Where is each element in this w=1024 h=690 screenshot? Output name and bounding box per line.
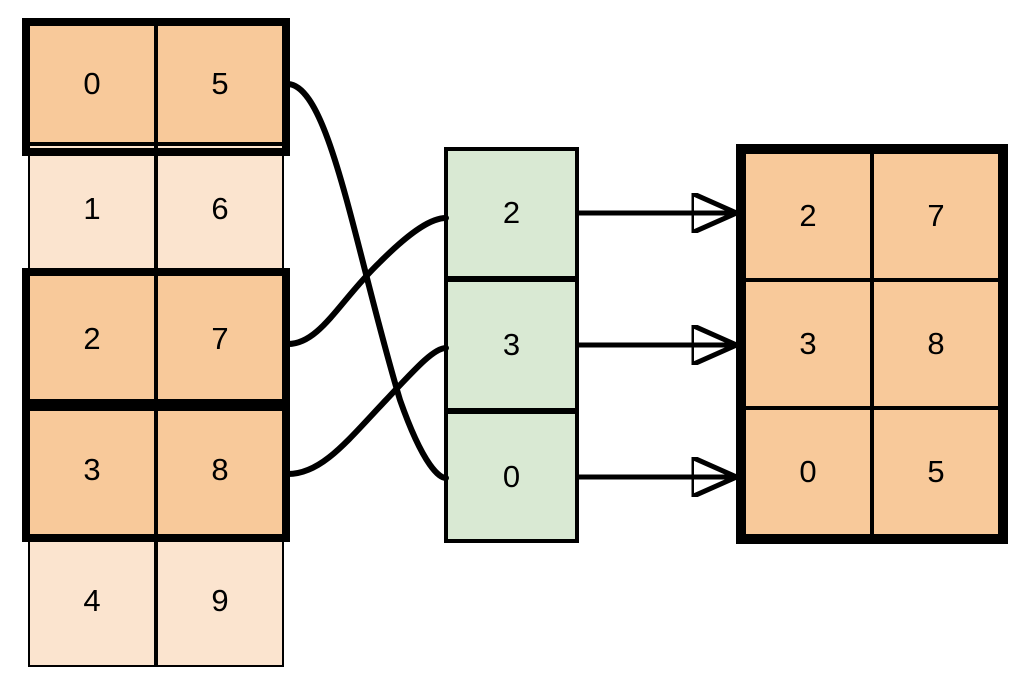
index-cell-0-text: 2 [502,194,521,230]
index-cell-2[interactable]: 0 [444,411,579,543]
source-matrix: 0 5 1 6 2 7 3 8 4 9 [22,18,290,673]
index-cell-1-text: 3 [502,326,521,362]
source-cell-r4c0-text: 4 [83,583,101,618]
source-cell-r0c1[interactable]: 5 [156,24,284,144]
result-cell-r2c0[interactable]: 0 [744,408,872,536]
source-cell-r4c0[interactable]: 4 [28,536,156,667]
result-cell-r2c1-text: 5 [927,453,945,489]
result-cell-r0c1[interactable]: 7 [872,152,1000,280]
curve-row-3-to-index-cell-1 [285,345,449,477]
result-cell-r1c1[interactable]: 8 [872,280,1000,408]
curve-row-2-to-index-cell-0 [285,215,449,347]
source-cell-r1c1-text: 6 [211,190,229,226]
source-cell-r3c0[interactable]: 3 [28,405,156,536]
index-cell-1[interactable]: 3 [444,279,579,411]
source-cell-r4c1[interactable]: 9 [156,536,284,667]
source-cell-r3c1-text: 8 [211,452,229,487]
index-column: 2 3 0 [444,147,579,543]
source-cell-r2c0[interactable]: 2 [28,274,156,405]
source-cell-r3c1[interactable]: 8 [156,405,284,536]
result-matrix: 2 7 3 8 0 5 [736,144,1008,544]
result-cell-r0c0[interactable]: 2 [744,152,872,280]
result-cell-r1c1-text: 8 [927,325,945,361]
source-cell-r1c0-text: 1 [83,190,101,226]
result-cell-r0c0-text: 2 [799,197,817,233]
index-cell-0[interactable]: 2 [444,147,579,279]
source-cell-r2c1-text: 7 [211,321,229,356]
source-cell-r2c1[interactable]: 7 [156,274,284,405]
source-cell-r0c1-text: 5 [211,65,229,101]
source-cell-r3c0-text: 3 [83,452,101,487]
result-cell-r1c0-text: 3 [799,325,817,361]
result-cell-r1c0[interactable]: 3 [744,280,872,408]
source-cell-r2c0-text: 2 [83,321,101,356]
result-cell-r2c1[interactable]: 5 [872,408,1000,536]
index-cell-2-text: 0 [502,458,521,494]
result-cell-r0c1-text: 7 [927,197,945,233]
source-cell-r1c0[interactable]: 1 [28,144,156,274]
curve-row-0-to-index-cell-2 [285,81,449,481]
source-cell-r1c1[interactable]: 6 [156,144,284,274]
source-cell-r4c1-text: 9 [211,583,229,618]
source-cell-r0c0[interactable]: 0 [28,24,156,144]
source-cell-r0c0-text: 0 [83,65,101,101]
result-cell-r2c0-text: 0 [799,453,817,489]
